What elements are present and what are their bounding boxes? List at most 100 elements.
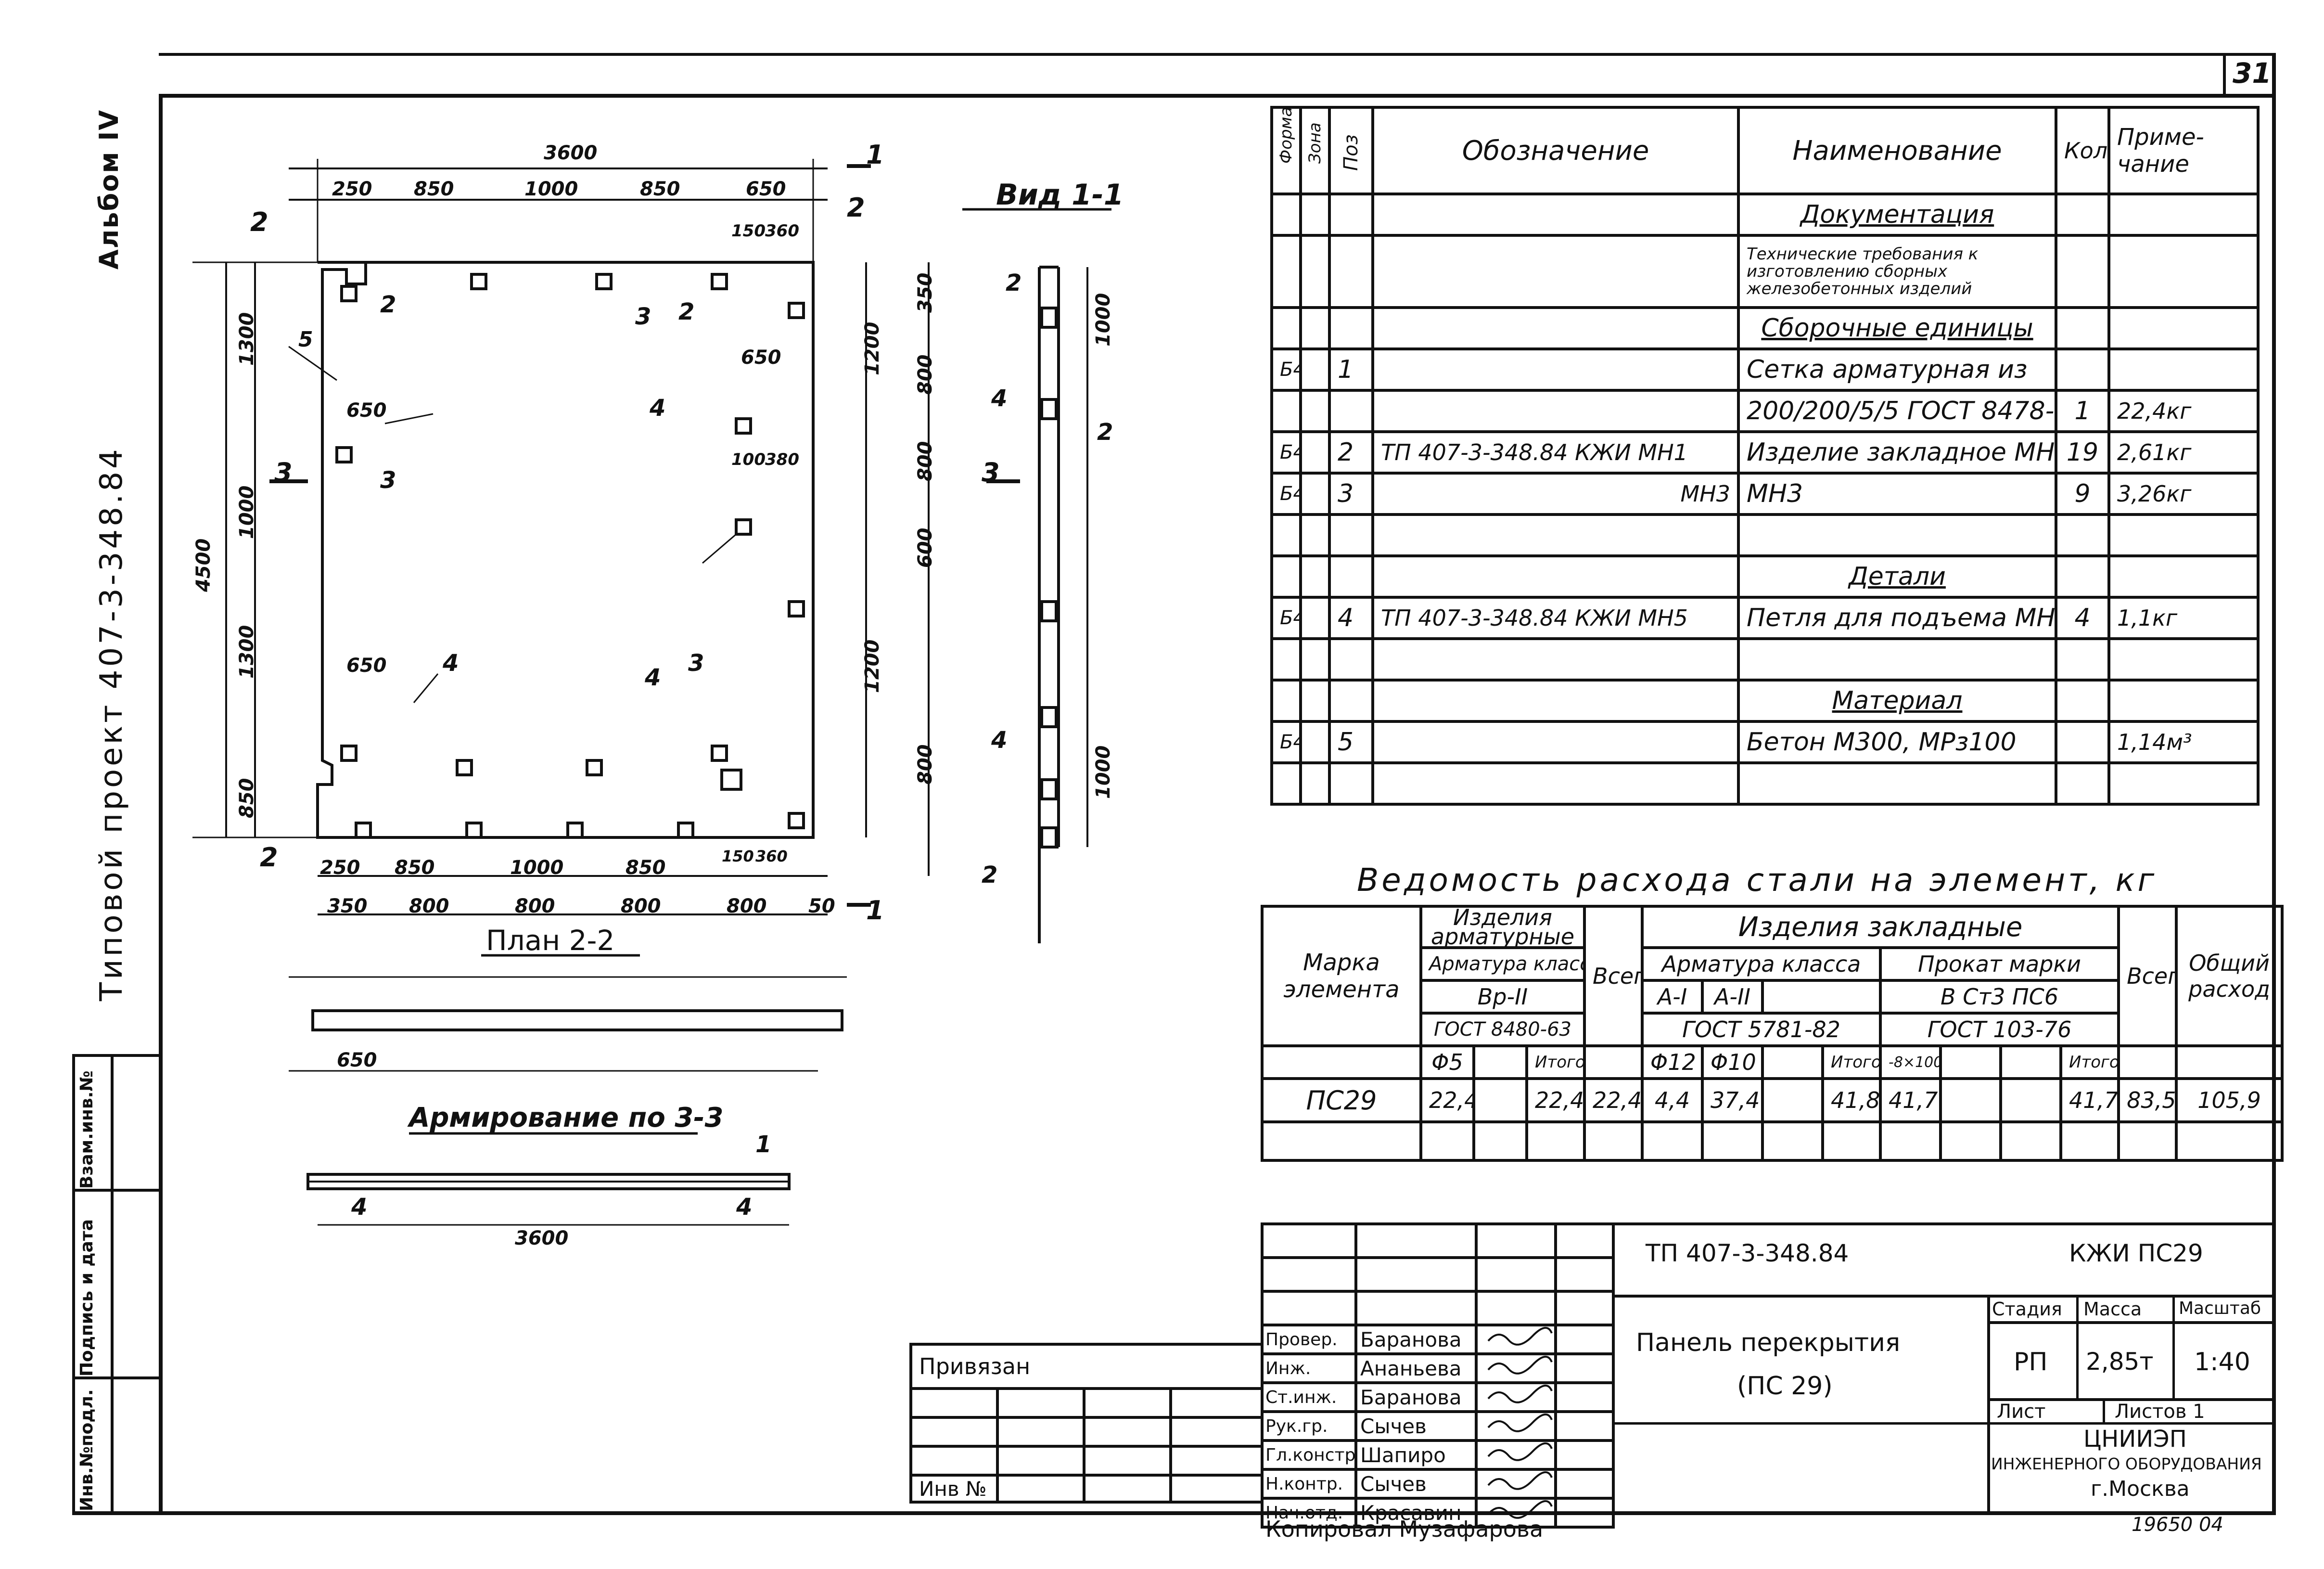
left-dim-2: 1000 — [236, 485, 258, 539]
spec-name: Изделие закладное МН1 — [1737, 430, 2057, 475]
signer-date — [1554, 1468, 1615, 1500]
spec-zone — [1299, 637, 1331, 682]
spec-zone — [1299, 472, 1331, 516]
signer-signature — [1475, 1468, 1557, 1500]
spec-qty — [2055, 720, 2110, 764]
steel-row-itogo3: 41,7 — [2059, 1077, 2120, 1123]
signer-name: Ананьева — [1354, 1352, 1478, 1384]
steel-col-blank5 — [1999, 1044, 2063, 1080]
tb-hline-2 — [1987, 1321, 2272, 1324]
spec-row — [1270, 761, 2260, 806]
signer-row: Инж.Ананьева — [1261, 1352, 1615, 1384]
pos-mark-3b: 3 — [380, 467, 396, 494]
org-line-2: ИНЖЕНЕРНОГО ОБОРУДОВАНИЯ — [1991, 1454, 2262, 1473]
tb-hline-5 — [1612, 1422, 1987, 1425]
steel-col-blank7 — [2175, 1044, 2284, 1080]
tb-vline-2 — [2076, 1295, 2079, 1398]
copied-by: Копировал Музафарова — [1265, 1516, 1544, 1542]
misc-dim-650c: 650 — [741, 347, 781, 369]
steel-row-d5: 22,4 — [1419, 1077, 1475, 1123]
spec-row: Б43МН3МН393,26кг — [1270, 472, 2260, 516]
tb-vline-3 — [2172, 1295, 2175, 1398]
armir-length-dim: 3600 — [515, 1227, 569, 1249]
spec-zone — [1299, 554, 1331, 599]
spec-designation — [1371, 389, 1740, 433]
spec-row — [1270, 513, 2260, 557]
org-line-3: г.Москва — [2091, 1477, 2190, 1501]
signer-row: Провер.Баранова — [1261, 1324, 1615, 1355]
signer-row: Нач.отд.Красавин — [1261, 1497, 1615, 1529]
signer-date — [1554, 1410, 1615, 1442]
signer-role: Провер. — [1261, 1324, 1357, 1355]
spec-zone — [1299, 513, 1331, 557]
tb-hline-3 — [1987, 1398, 2272, 1401]
misc-dim-650b: 650 — [346, 655, 387, 677]
spec-designation — [1371, 637, 1740, 682]
spec-pos — [1328, 761, 1374, 806]
spec-zone — [1299, 596, 1331, 640]
doc-code: ТП 407-3-348.84 — [1646, 1239, 1849, 1267]
spec-pos — [1328, 513, 1374, 557]
bot2-dim-1: 350 — [327, 895, 368, 917]
spec-format: Б4 — [1270, 720, 1302, 764]
left-dim-4: 850 — [236, 778, 258, 819]
pos-mark-4b: 4 — [443, 650, 459, 677]
spec-zone — [1299, 234, 1331, 309]
steel-aii: A-II — [1701, 979, 1764, 1015]
bot-dim-2: 850 — [395, 857, 435, 879]
stamp-sep2 — [72, 1376, 162, 1379]
spec-name: Сетка арматурная из — [1737, 347, 2057, 392]
signer-role: Гл.констр. — [1261, 1439, 1357, 1471]
signer-role: Н.контр. — [1261, 1468, 1357, 1500]
spec-name: Документация — [1737, 193, 2057, 237]
spec-note — [2107, 347, 2260, 392]
steel-row-total1: 22,4 — [1583, 1077, 1644, 1123]
spec-format — [1270, 389, 1302, 433]
spec-zone — [1299, 389, 1331, 433]
left-dim-1: 1300 — [236, 312, 258, 366]
misc-dim-150: 150 — [731, 221, 766, 241]
pos-mark-4e: 4 — [736, 1194, 753, 1221]
spec-qty — [2055, 306, 2110, 350]
spec-row: Технические требования к изготовлению сб… — [1270, 234, 2260, 309]
steel-row-overall: 105,9 — [2175, 1077, 2284, 1123]
pos-mark-2b: 2 — [678, 298, 695, 325]
spec-note: 1,14м³ — [2107, 720, 2260, 764]
spec-format: Б4 — [1270, 430, 1302, 475]
top-border-line — [159, 53, 2276, 56]
signer-signature — [1475, 1324, 1557, 1355]
stamp-sep1 — [72, 1189, 162, 1192]
spec-row: Детали — [1270, 554, 2260, 599]
spec-qty: 9 — [2055, 472, 2110, 516]
spec-zone — [1299, 347, 1331, 392]
hdr-note: Приме- чание — [2107, 106, 2260, 195]
spec-qty: 19 — [2055, 430, 2110, 475]
pos-mark-2a: 2 — [380, 291, 396, 318]
spec-note — [2107, 637, 2260, 682]
tb-hline-1 — [1612, 1295, 2272, 1298]
bot2-dim-4: 800 — [621, 895, 661, 917]
spec-row: Б41Сетка арматурная из — [1270, 347, 2260, 392]
right-dim-3: 800 — [914, 441, 936, 482]
misc-dim-380: 380 — [765, 450, 799, 469]
steel-emb-group: Изделия закладные — [1641, 905, 2120, 949]
scale-value: 1:40 — [2194, 1348, 2250, 1376]
steel-row-blank3 — [1939, 1077, 2003, 1123]
bot2-dim-2: 800 — [409, 895, 449, 917]
spec-format — [1270, 761, 1302, 806]
spec-format: Б4 — [1270, 472, 1302, 516]
spec-pos — [1328, 554, 1374, 599]
steel-col-d5: Φ5 — [1419, 1044, 1475, 1080]
spec-format: Б4 — [1270, 596, 1302, 640]
section-mark-1-bottom: 1 — [866, 895, 884, 926]
spec-designation — [1371, 234, 1740, 309]
view-pos-2a: 2 — [1006, 270, 1022, 296]
bot-dim-6: 360 — [755, 847, 788, 865]
steel-col-strip: -8×100 — [1879, 1044, 1942, 1080]
spec-designation — [1371, 761, 1740, 806]
spec-format — [1270, 513, 1302, 557]
right-inner-dim-1: 1200 — [861, 322, 883, 375]
spec-name: Материал — [1737, 679, 2057, 723]
steel-col-d12: Φ12 — [1641, 1044, 1704, 1080]
